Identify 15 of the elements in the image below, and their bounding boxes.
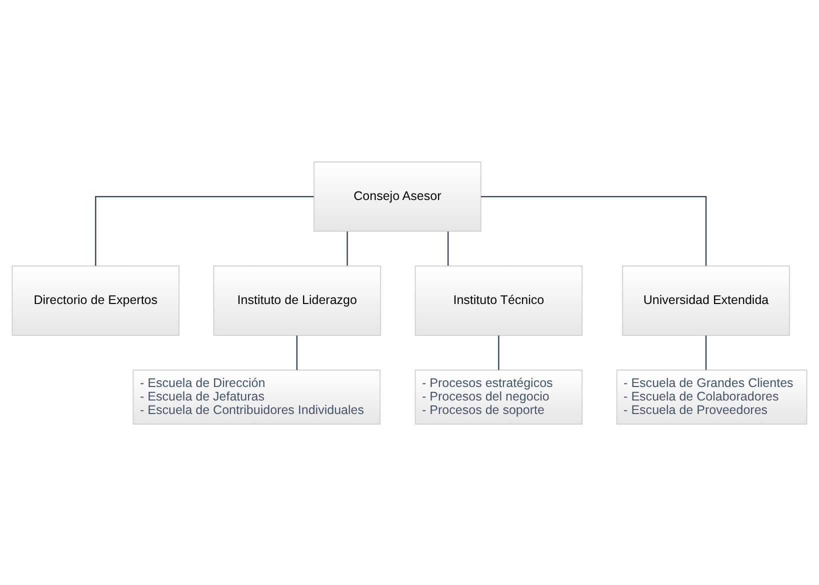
connector — [296, 335, 298, 370]
connector — [480, 195, 707, 266]
node-box: Consejo Asesor — [314, 160, 482, 232]
node-box: - Procesos estratégicos - Procesos del negocio - Procesos de soporte — [414, 369, 583, 424]
connector — [95, 195, 314, 266]
connector — [498, 335, 500, 370]
connector — [346, 231, 348, 266]
node-box: - Escuela de Grandes Clientes - Escuela de Colaboradores - Escuela de Proveedores — [616, 369, 808, 424]
node-box: Universidad Extendida — [622, 265, 790, 336]
node-box: Instituto de Liderazgo — [213, 265, 382, 336]
node-box: - Escuela de Dirección - Escuela de Jefaturas - Escuela de Contribuidores Individuales — [132, 369, 381, 424]
node-box: Instituto Técnico — [414, 265, 583, 336]
connector — [705, 335, 707, 370]
connector — [447, 231, 449, 266]
node-box: Directorio de Expertos — [12, 265, 180, 336]
